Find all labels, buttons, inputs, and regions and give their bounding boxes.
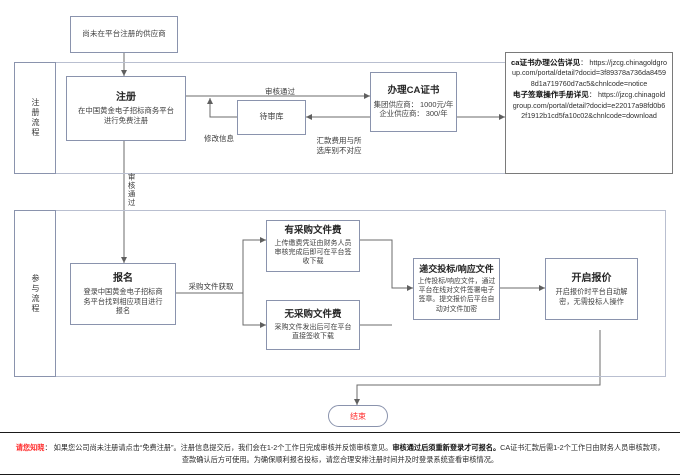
node-end-label: 结束 [350, 411, 366, 421]
node-start-supplier-title: 尚未在平台注册的供应商 [82, 29, 166, 39]
node-signup-sub: 登录中国黄金电子招标商 务平台找到相应项目进行 报名 [83, 287, 163, 316]
node-signup[interactable]: 报名 登录中国黄金电子招标商 务平台找到相应项目进行 报名 [70, 263, 176, 325]
participate-band-label: 参与流程 [14, 210, 56, 377]
info-panel-ca-url[interactable]: ： https://jzcg.chinagoldgroup.com/portal… [511, 58, 667, 88]
node-fee-yes-title: 有采购文件费 [284, 225, 342, 237]
node-submit-docs-title: 递交投标/响应文件 [419, 264, 494, 275]
footer-notice: 请您知晓： 如果您公司尚未注册请点击“免费注册”。注册信息提交后，我们会在1-2… [0, 436, 680, 476]
footer-divider-bottom [0, 474, 680, 475]
edge-label-modify-info-text: 修改信息 [204, 134, 234, 144]
edge-label-audit-pass-vertical-text: 审核通过 [127, 173, 137, 207]
node-ca-cert-line2: 企业供应商： 300/年 [379, 109, 448, 119]
edge-label-remit-mismatch: 汇款费用与所 选库别不对应 [309, 126, 369, 156]
edge-label-doc-obtain: 采购文件获取 [180, 272, 242, 292]
node-fee-yes[interactable]: 有采购文件费 上传缴费凭证由财务人员 审核完成后即可在平台签 收下载 [266, 220, 360, 272]
node-ca-cert-title: 办理CA证书 [387, 84, 440, 96]
node-open-bid-sub: 开启报价时平台自动解 密，无需投标人操作 [555, 287, 628, 306]
node-signup-title: 报名 [113, 273, 133, 285]
edge-label-remit-mismatch-text: 汇款费用与所 选库别不对应 [316, 136, 362, 156]
edge-label-audit-pass-top: 审核通过 [240, 77, 320, 97]
footer-text-1: ： 如果您公司尚未注册请点击“免费注册”。注册信息提交后，我们会在1-2个工作日… [44, 443, 393, 452]
node-open-bid-title: 开启报价 [571, 272, 612, 284]
edge-label-audit-pass-vertical: 审核通过 [126, 160, 146, 220]
node-start-supplier[interactable]: 尚未在平台注册的供应商 [70, 16, 178, 53]
info-panel-seal-url[interactable]: ： https://jzcg.chinagoldgroup.com/portal… [512, 90, 666, 121]
node-pending-pool-title: 待审库 [259, 112, 284, 122]
node-register[interactable]: 注册 在中国黄金电子招标商务平台 进行免费注册 [66, 76, 186, 141]
node-ca-cert[interactable]: 办理CA证书 集团供应商： 1000元/年 企业供应商： 300/年 [370, 72, 457, 132]
participate-band-label-text: 参与流程 [31, 273, 40, 314]
edge-label-doc-obtain-text: 采购文件获取 [188, 282, 234, 292]
footer-emphasis: 审核通过后须重新登录才可报名。 [392, 443, 501, 452]
node-open-bid[interactable]: 开启报价 开启报价时平台自动解 密，无需投标人操作 [545, 258, 638, 320]
node-submit-docs[interactable]: 递交投标/响应文件 上传投标/响应文件，通过 平台在线对文件签署电子 签章。提交… [413, 258, 500, 320]
info-panel-ca-line: ca证书办理公告详见： https://jzcg.chinagoldgroup.… [511, 57, 667, 89]
node-register-title: 注册 [116, 92, 136, 104]
info-panel-seal-label: 电子签章操作手册详见 [512, 90, 589, 100]
register-band-label-text: 注册流程 [31, 98, 40, 138]
edge-label-modify-info: 修改信息 [196, 124, 242, 144]
footer-warn-label: 请您知晓 [15, 443, 45, 452]
node-pending-pool[interactable]: 待审库 [237, 100, 306, 135]
footer-divider-top [0, 432, 680, 433]
node-submit-docs-sub: 上传投标/响应文件，通过 平台在线对文件签署电子 签章。提交报价后平台自 动对文… [417, 278, 496, 313]
edge-label-audit-pass-top-text: 审核通过 [265, 87, 295, 97]
footer-text-2: CA证书汇款后需1-2个工作日由财务人员审核款项，查款确认后方可使用。为确保顺利… [181, 443, 665, 465]
node-fee-yes-sub: 上传缴费凭证由财务人员 审核完成后即可在平台签 收下载 [274, 239, 352, 266]
register-band-label: 注册流程 [14, 62, 56, 174]
node-fee-no[interactable]: 无采购文件费 采购文件发出后可在平台 直接签收下载 [266, 300, 360, 350]
node-end[interactable]: 结束 [328, 405, 388, 427]
info-panel-links[interactable]: ca证书办理公告详见： https://jzcg.chinagoldgroup.… [505, 52, 673, 174]
node-fee-no-title: 无采购文件费 [284, 309, 342, 320]
node-register-sub: 在中国黄金电子招标商务平台 进行免费注册 [77, 106, 175, 126]
info-panel-ca-label: ca证书办理公告详见 [511, 58, 581, 67]
info-panel-seal-line: 电子签章操作手册详见： https://jzcg.chinagoldgroup.… [511, 89, 667, 121]
node-fee-no-sub: 采购文件发出后可在平台 直接签收下载 [274, 323, 352, 340]
node-ca-cert-line1: 集团供应商： 1000元/年 [373, 99, 454, 109]
